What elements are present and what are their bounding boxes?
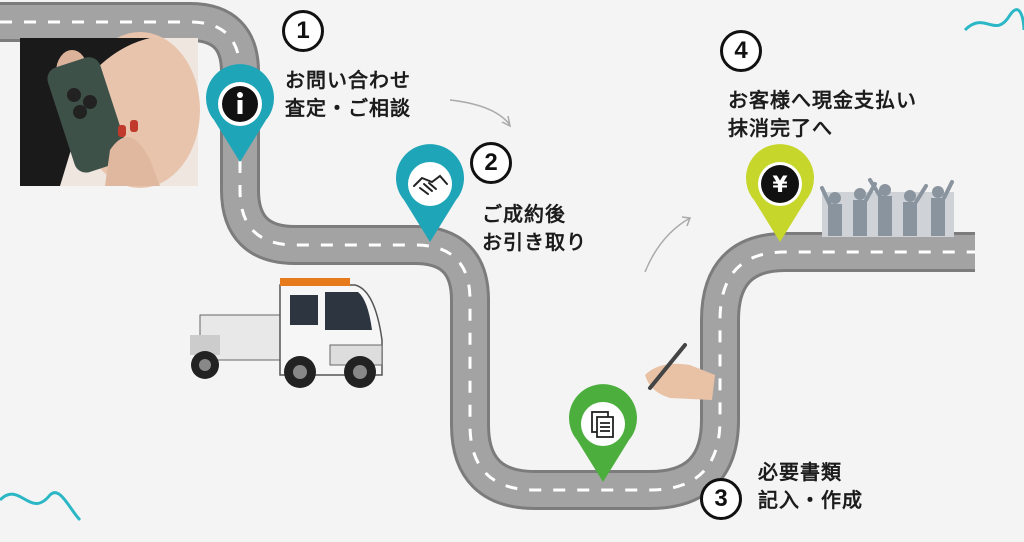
step-2-number: 2 [470,142,512,184]
pin-step-4: ¥ [746,144,815,242]
documents-icon [591,411,614,438]
step-2-label: ご成約後 お引き取り [482,200,587,256]
step-3-line-2: 記入・作成 [758,488,863,512]
step-2-line-1: ご成約後 [482,202,566,226]
arrow-curve-2 [644,217,691,273]
squiggle-decoration-top [963,8,1024,32]
pin-step-1 [206,64,274,162]
info-icon [222,86,258,122]
step-4-label: お客様へ現金支払い 抹消完了へ [728,86,917,142]
step-3-line-1: 必要書類 [758,460,842,484]
arrow-curve-1 [449,99,511,126]
road-center-line [0,20,975,492]
step-1-label: お問い合わせ 査定・ご相談 [285,66,411,122]
step-3-label: 必要書類 記入・作成 [758,458,863,514]
step-3-number: 3 [700,478,742,520]
arrow-head-1 [501,115,512,128]
pin-step-2 [396,144,464,242]
cheering-staff-image [820,178,954,237]
arrow-head-2 [681,216,692,227]
step-4-line-1: お客様へ現金支払い [728,88,917,112]
step-1-line-1: お問い合わせ [285,68,411,92]
hand-signing-image [645,343,715,400]
step-1-number: 1 [282,10,324,52]
step-4-number: 4 [720,30,762,72]
tow-truck-image [190,278,383,388]
woman-on-phone-photo [20,32,200,188]
step-4-line-2: 抹消完了へ [728,116,833,140]
pin-step-3 [569,384,637,482]
step-1-line-2: 査定・ご相談 [285,96,411,120]
svg-text:¥: ¥ [772,173,788,198]
squiggle-decoration-bottom [0,491,82,522]
handshake-icon [413,174,448,195]
step-2-line-2: お引き取り [482,230,587,254]
yen-icon: ¥ [761,165,799,203]
